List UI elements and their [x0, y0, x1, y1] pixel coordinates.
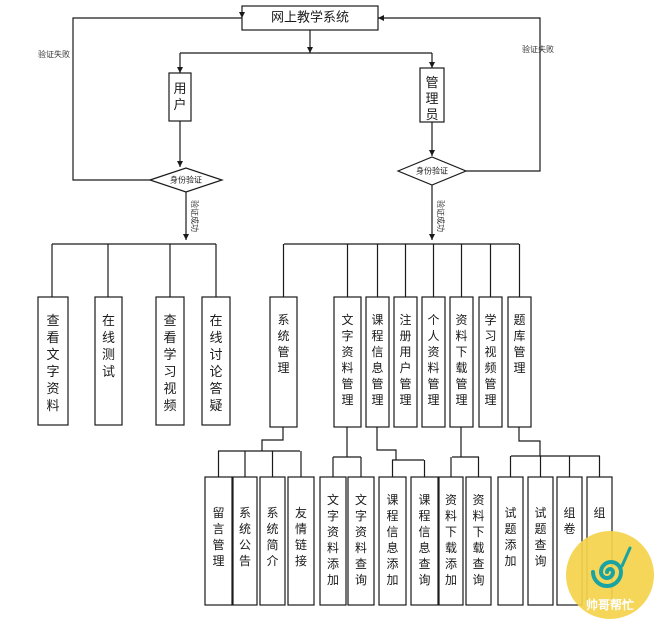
- fail-right-label: 验证失败: [522, 44, 554, 54]
- admin-module-box: [478, 296, 503, 428]
- arrow-head: [378, 15, 384, 21]
- sys-child-label: 友情链接: [295, 506, 307, 568]
- arrow-head: [177, 67, 183, 73]
- admin-module-box: [333, 296, 362, 428]
- sys-child-box: [204, 476, 233, 606]
- course-child-box: [378, 476, 407, 606]
- admin-module-label: 学习视频管理: [484, 312, 496, 407]
- text-child-box: [319, 476, 347, 606]
- arrow-head: [429, 62, 435, 68]
- admin-node: [419, 67, 445, 123]
- user-function-box: [155, 296, 185, 426]
- download-child-box: [438, 476, 464, 606]
- text-child-box: [347, 476, 375, 606]
- sys-child-box: [232, 476, 258, 606]
- connector-line: [378, 17, 541, 172]
- admin-label: 管理员: [425, 76, 438, 123]
- sys-child-label: 系统公告: [239, 506, 251, 568]
- fail-left-label: 验证失败: [38, 49, 70, 59]
- snail-logo-icon: [591, 560, 624, 588]
- snail-antenna-icon: [620, 546, 632, 568]
- download-child-label: 资料下载添加: [445, 493, 457, 587]
- download-child-label: 资料下载查询: [472, 493, 484, 587]
- bank-child-label: 试题查询: [534, 505, 546, 568]
- bank-child-box: [527, 476, 554, 606]
- admin-module-label: 文字资料管理: [341, 312, 353, 407]
- arrow-head: [429, 234, 435, 240]
- user-node: [168, 72, 192, 122]
- admin-verify-label: 身份验证: [416, 166, 448, 176]
- bank-child-box: [497, 476, 524, 606]
- arrow-head: [429, 150, 435, 156]
- course-child-label: 课程信息添加: [386, 493, 398, 587]
- admin-module-label: 课程信息管理: [371, 313, 383, 407]
- sys-child-box: [259, 476, 286, 606]
- admin-module-box: [393, 296, 418, 428]
- bank-child-label: 试题添加: [504, 505, 516, 568]
- admin-module-box: [269, 296, 298, 428]
- connector-line: [518, 427, 541, 456]
- admin-module-label: 注册用户管理: [399, 312, 411, 407]
- sys-child-label: 系统简介: [266, 506, 278, 568]
- user-function-box: [94, 296, 123, 426]
- admin-module-label: 系统管理: [277, 313, 289, 375]
- text-child-label: 文字资料添加: [327, 492, 339, 587]
- arrow-head: [307, 47, 313, 53]
- user-function-label: 查看学习视频: [163, 314, 176, 414]
- course-child-label: 课程信息查询: [418, 493, 430, 587]
- watermark-text: 帅哥帮忙: [586, 597, 634, 612]
- bank-child-label: 组: [593, 506, 605, 520]
- download-child-box: [465, 476, 492, 606]
- success-right-label: 验证成功: [436, 200, 446, 232]
- user-verify-label: 身份验证: [170, 175, 202, 185]
- success-left-label: 验证成功: [190, 200, 200, 232]
- arrow-head: [239, 12, 245, 18]
- connector-line: [376, 427, 397, 460]
- user-function-label: 在线测试: [102, 314, 115, 380]
- connector-line: [261, 427, 284, 451]
- bank-child-label: 组卷: [563, 506, 575, 536]
- user-function-label: 查看文字资料: [46, 314, 59, 414]
- user-verify-diamond: [148, 167, 224, 193]
- admin-module-label: 题库管理: [513, 313, 525, 375]
- connector-line: [72, 17, 242, 181]
- arrow-head: [183, 234, 189, 240]
- root-label: 网上教学系统: [271, 10, 349, 26]
- admin-module-label: 个人资料管理: [427, 313, 439, 407]
- user-label: 用户: [173, 82, 186, 113]
- course-child-box: [410, 476, 439, 606]
- user-function-label: 在线讨论答疑: [209, 314, 222, 414]
- sys-child-box: [287, 476, 315, 606]
- user-function-box: [201, 296, 231, 426]
- text-child-label: 文字资料查询: [355, 492, 367, 587]
- admin-module-box: [421, 296, 446, 428]
- arrow-head: [177, 161, 183, 167]
- sys-child-label: 留言管理: [212, 506, 224, 568]
- admin-module-label: 资料下载管理: [455, 313, 467, 407]
- user-function-box: [37, 296, 69, 426]
